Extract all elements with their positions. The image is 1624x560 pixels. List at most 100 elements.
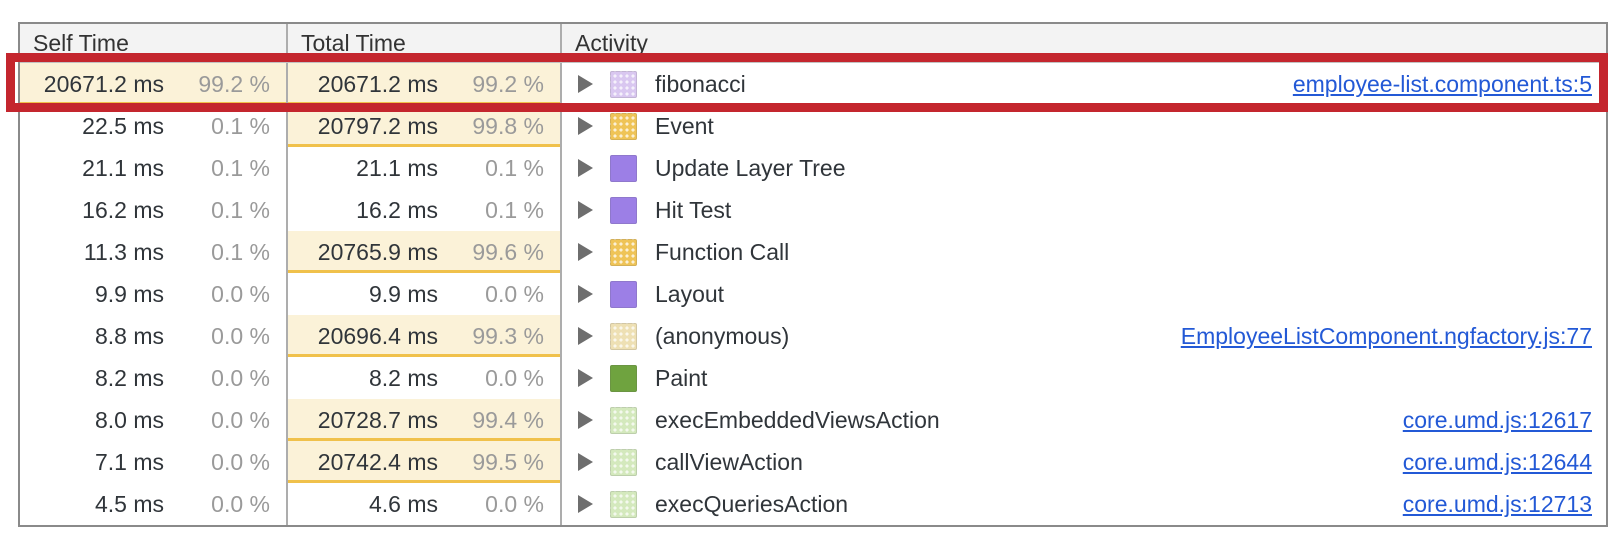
activity-cell: execEmbeddedViewsAction core.umd.js:1261… xyxy=(562,399,1606,441)
self-time-percent: 0.0 % xyxy=(211,448,270,475)
painting-icon xyxy=(610,364,637,392)
activity-label: Function Call xyxy=(655,238,790,265)
expand-arrow-icon[interactable] xyxy=(578,117,593,135)
activity-label: fibonacci xyxy=(655,70,746,97)
expand-arrow-icon[interactable] xyxy=(578,159,593,177)
green-action-icon xyxy=(610,448,637,476)
self-time-percent: 99.2 % xyxy=(198,70,270,97)
total-time-percent: 99.5 % xyxy=(472,448,544,475)
expand-arrow-icon[interactable] xyxy=(578,495,593,513)
activity-cell: fibonacci employee-list.component.ts:5 xyxy=(562,63,1606,105)
table-row[interactable]: 21.1 ms 0.1 % 21.1 ms 0.1 % Update Layer… xyxy=(20,147,1606,189)
expand-arrow-icon[interactable] xyxy=(578,369,593,387)
activity-label: Update Layer Tree xyxy=(655,154,846,181)
self-time-cell: 11.3 ms 0.1 % xyxy=(20,231,288,273)
self-time-cell: 8.8 ms 0.0 % xyxy=(20,315,288,357)
total-time-value: 8.2 ms xyxy=(368,364,438,391)
self-time-value: 16.2 ms xyxy=(82,196,164,223)
activity-cell: Layout xyxy=(562,273,1606,315)
self-time-value: 8.0 ms xyxy=(94,406,164,433)
activity-cell: execQueriesAction core.umd.js:12713 xyxy=(562,483,1606,525)
total-time-value: 21.1 ms xyxy=(356,154,438,181)
total-time-percent: 99.2 % xyxy=(472,70,544,97)
column-header-total-time[interactable]: Total Time xyxy=(288,24,562,62)
total-time-value: 20728.7 ms xyxy=(317,406,438,433)
source-link[interactable]: employee-list.component.ts:5 xyxy=(1292,70,1592,97)
self-time-value: 8.8 ms xyxy=(94,322,164,349)
rendering-icon xyxy=(610,280,637,308)
activity-cell: Event xyxy=(562,105,1606,147)
source-link[interactable]: core.umd.js:12617 xyxy=(1402,406,1592,433)
table-row[interactable]: 7.1 ms 0.0 % 20742.4 ms 99.5 % callViewA… xyxy=(20,441,1606,483)
table-row[interactable]: 8.2 ms 0.0 % 8.2 ms 0.0 % Paint xyxy=(20,357,1606,399)
self-time-value: 21.1 ms xyxy=(82,154,164,181)
self-time-value: 20671.2 ms xyxy=(43,70,164,97)
table-row[interactable]: 11.3 ms 0.1 % 20765.9 ms 99.6 % Function… xyxy=(20,231,1606,273)
source-link[interactable]: core.umd.js:12644 xyxy=(1402,448,1592,475)
table-row[interactable]: 8.8 ms 0.0 % 20696.4 ms 99.3 % (anonymou… xyxy=(20,315,1606,357)
total-time-value: 16.2 ms xyxy=(356,196,438,223)
table-row[interactable]: 9.9 ms 0.0 % 9.9 ms 0.0 % Layout xyxy=(20,273,1606,315)
table-row[interactable]: 22.5 ms 0.1 % 20797.2 ms 99.8 % Event xyxy=(20,105,1606,147)
total-time-value: 20797.2 ms xyxy=(317,112,438,139)
self-time-percent: 0.0 % xyxy=(211,364,270,391)
total-time-percent: 0.1 % xyxy=(485,196,544,223)
expand-arrow-icon[interactable] xyxy=(578,243,593,261)
self-time-cell: 8.0 ms 0.0 % xyxy=(20,399,288,441)
activity-cell: Update Layer Tree xyxy=(562,147,1606,189)
activity-label: callViewAction xyxy=(655,448,803,475)
scripting-event-icon xyxy=(610,112,637,140)
self-time-percent: 0.1 % xyxy=(211,112,270,139)
self-time-cell: 22.5 ms 0.1 % xyxy=(20,105,288,147)
source-link[interactable]: core.umd.js:12713 xyxy=(1402,490,1592,517)
total-time-cell: 8.2 ms 0.0 % xyxy=(288,357,562,399)
total-time-value: 4.6 ms xyxy=(368,490,438,517)
rendering-icon xyxy=(610,154,637,182)
activity-label: Paint xyxy=(655,364,708,391)
self-time-cell: 4.5 ms 0.0 % xyxy=(20,483,288,525)
total-time-cell: 4.6 ms 0.0 % xyxy=(288,483,562,525)
green-action-icon xyxy=(610,490,637,518)
total-time-cell: 20728.7 ms 99.4 % xyxy=(288,399,562,441)
activity-cell: Function Call xyxy=(562,231,1606,273)
table-row[interactable]: 8.0 ms 0.0 % 20728.7 ms 99.4 % execEmbed… xyxy=(20,399,1606,441)
js-frame-icon xyxy=(610,70,637,98)
total-time-percent: 0.0 % xyxy=(485,280,544,307)
total-time-cell: 20696.4 ms 99.3 % xyxy=(288,315,562,357)
source-link[interactable]: EmployeeListComponent.ngfactory.js:77 xyxy=(1180,322,1592,349)
self-time-cell: 20671.2 ms 99.2 % xyxy=(20,63,288,105)
table-row[interactable]: 16.2 ms 0.1 % 16.2 ms 0.1 % Hit Test xyxy=(20,189,1606,231)
total-time-cell: 20671.2 ms 99.2 % xyxy=(288,63,562,105)
expand-arrow-icon[interactable] xyxy=(578,411,593,429)
expand-arrow-icon[interactable] xyxy=(578,75,593,93)
activity-label: execQueriesAction xyxy=(655,490,849,517)
column-header-activity[interactable]: Activity xyxy=(575,29,648,56)
self-time-value: 22.5 ms xyxy=(82,112,164,139)
total-time-value: 20742.4 ms xyxy=(317,448,438,475)
anonymous-frame-icon xyxy=(610,322,637,350)
total-time-cell: 9.9 ms 0.0 % xyxy=(288,273,562,315)
activity-cell: (anonymous) EmployeeListComponent.ngfact… xyxy=(562,315,1606,357)
table-row[interactable]: 4.5 ms 0.0 % 4.6 ms 0.0 % execQueriesAct… xyxy=(20,483,1606,525)
expand-arrow-icon[interactable] xyxy=(578,201,593,219)
total-time-value: 20696.4 ms xyxy=(317,322,438,349)
expand-arrow-icon[interactable] xyxy=(578,453,593,471)
self-time-percent: 0.1 % xyxy=(211,196,270,223)
total-time-percent: 0.0 % xyxy=(485,490,544,517)
activity-cell: callViewAction core.umd.js:12644 xyxy=(562,441,1606,483)
table-row[interactable]: 20671.2 ms 99.2 % 20671.2 ms 99.2 % fibo… xyxy=(6,53,1608,112)
self-time-value: 9.9 ms xyxy=(94,280,164,307)
datagrid-header: Self Time Total Time Activity xyxy=(20,24,1606,63)
expand-arrow-icon[interactable] xyxy=(578,327,593,345)
expand-arrow-icon[interactable] xyxy=(578,285,593,303)
total-time-cell: 20742.4 ms 99.5 % xyxy=(288,441,562,483)
total-time-cell: 21.1 ms 0.1 % xyxy=(288,147,562,189)
self-time-value: 7.1 ms xyxy=(94,448,164,475)
self-time-percent: 0.1 % xyxy=(211,154,270,181)
column-header-self-time[interactable]: Self Time xyxy=(20,24,288,62)
self-time-cell: 21.1 ms 0.1 % xyxy=(20,147,288,189)
green-action-icon xyxy=(610,406,637,434)
scripting-event-icon xyxy=(610,238,637,266)
total-time-cell: 20765.9 ms 99.6 % xyxy=(288,231,562,273)
total-time-cell: 16.2 ms 0.1 % xyxy=(288,189,562,231)
